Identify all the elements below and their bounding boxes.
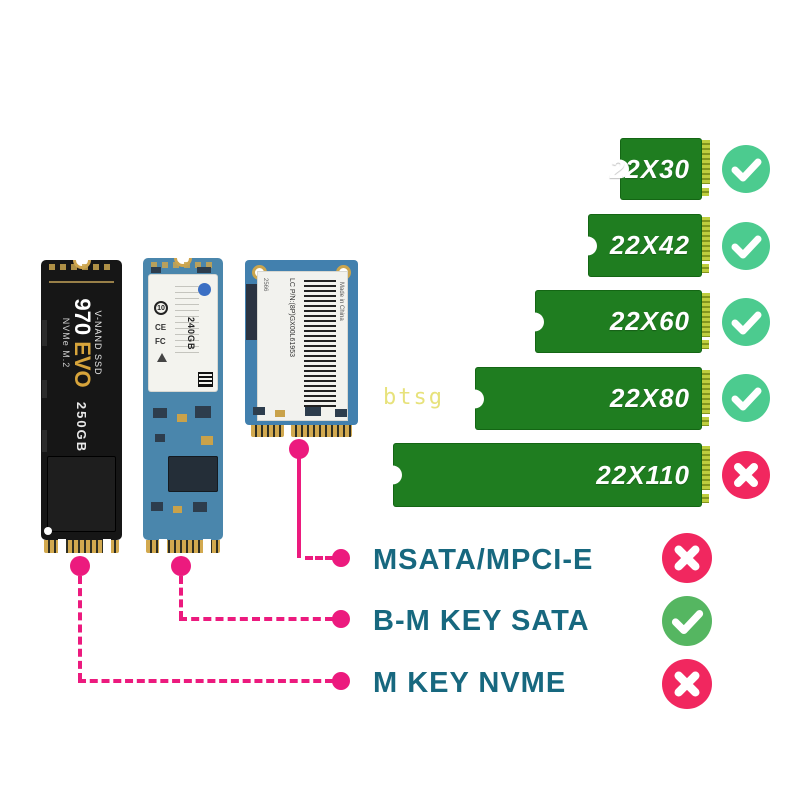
connector-dot [332, 549, 350, 567]
lead-line [179, 576, 183, 619]
check-icon [722, 145, 770, 193]
check-icon [722, 374, 770, 422]
size-bar-22x80: 22X80 [475, 367, 710, 430]
connector-dot [289, 439, 309, 459]
nvme-capacity: 250GB [74, 401, 90, 454]
m-key-notch [203, 539, 211, 554]
recycle-mark-icon [157, 353, 167, 362]
edge-pins-nub [702, 264, 709, 274]
side-component [42, 320, 47, 346]
check-icon [662, 596, 712, 646]
nvme-edge-connector [44, 539, 119, 554]
watermark: btsg [383, 385, 444, 410]
ssd-msata: 2566 LC P/N:(8P)GX00L61953 Made in China [245, 260, 358, 425]
sata-edge-connector [146, 539, 220, 554]
edge-pins [702, 140, 710, 184]
ssd-bm-key-sata: 10 CE FC 240GB [143, 258, 223, 540]
sata-capacity: 240GB [186, 317, 196, 351]
component [173, 506, 182, 513]
check-icon [722, 298, 770, 346]
edge-pins [702, 445, 710, 491]
component [275, 410, 285, 417]
edge-pins [702, 292, 710, 337]
size-bar-22x110: 22X110 [393, 443, 710, 507]
side-component [42, 380, 47, 398]
edge-pins [702, 216, 710, 261]
eco-mark-icon: 10 [154, 301, 168, 315]
lead-line [305, 556, 333, 560]
component [335, 409, 347, 417]
component [197, 267, 211, 273]
edge-pins-nub [702, 340, 709, 350]
component [201, 436, 213, 445]
screw-hole-icon [44, 527, 52, 535]
component [153, 408, 167, 418]
brand-logo-icon [198, 283, 211, 296]
connector-dot [332, 672, 350, 690]
msata-edge-connector-left [251, 425, 284, 437]
solder-pads [49, 264, 114, 270]
connector-dot [332, 610, 350, 628]
lead-line [78, 679, 333, 683]
size-bar-label: 22X42 [609, 230, 690, 260]
component [177, 414, 187, 422]
size-bar-22x60: 22X60 [535, 290, 710, 353]
sata-label: 10 CE FC 240GB [149, 275, 217, 391]
lead-line [297, 450, 301, 558]
component [151, 502, 163, 511]
lead-line [78, 576, 82, 681]
edge-pins-nub [702, 417, 709, 427]
m-key-notch [103, 539, 111, 554]
b-key-notch [159, 539, 167, 554]
msata-edge-connector-right [291, 425, 352, 437]
edge-pins-nub [702, 494, 709, 504]
component [151, 267, 161, 273]
component [305, 407, 321, 416]
cross-icon [722, 451, 770, 499]
msata-origin: Made in China [338, 282, 344, 321]
size-bar-22x42: 22X42 [588, 214, 710, 277]
size-bar-label: 22X80 [609, 383, 690, 413]
ssd-m-key-nvme: V-NAND SSD 970 EVO NVMe M.2 250GB SAMSUN… [41, 260, 122, 540]
msata-label: 2566 LC P/N:(8P)GX00L61953 Made in China [258, 272, 347, 420]
edge-pins [702, 369, 710, 414]
label-fine-print: 2566 [262, 278, 268, 292]
msata-part-number: LC P/N:(8P)GX00L61953 [288, 278, 295, 357]
component [195, 406, 211, 418]
nvme-model: 970 EVO [70, 298, 95, 388]
size-bar-22x30: 22X30 [610, 138, 710, 200]
size-bar-label: 22X110 [596, 459, 690, 490]
b-key-notch [58, 539, 66, 554]
side-component [42, 430, 47, 452]
ce-mark: CE [155, 323, 167, 332]
cross-icon [662, 533, 712, 583]
check-icon [722, 222, 770, 270]
component [193, 502, 207, 512]
edge-pins-nub [702, 187, 709, 197]
label-gold-rule [49, 281, 114, 283]
nand-chip [47, 456, 116, 532]
interface-label-msata: MSATA/MPCI-E [373, 544, 594, 576]
nvme-interface: NVMe M.2 [61, 317, 71, 369]
connector-dot [70, 556, 90, 576]
size-bar-label: 22X30 [609, 153, 690, 184]
fcc-mark: FC [155, 337, 166, 346]
controller-chip [168, 456, 218, 492]
lead-line [179, 617, 333, 621]
cross-icon [662, 659, 712, 709]
size-bar-label: 22X60 [609, 306, 690, 336]
qr-code-icon [198, 372, 213, 387]
label-fine-print [175, 283, 199, 353]
connector-dot [171, 556, 191, 576]
interface-label-bm-key-sata: B-M KEY SATA [373, 605, 590, 637]
interface-label-m-key-nvme: M KEY NVME [373, 667, 567, 699]
barcode-icon [304, 280, 336, 410]
solder-pads [151, 262, 215, 268]
component [253, 407, 265, 415]
component [155, 434, 165, 442]
